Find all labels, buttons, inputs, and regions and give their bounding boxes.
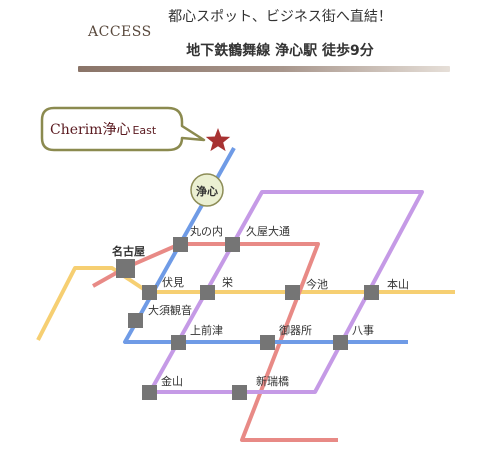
station-block-nagoya [116, 259, 135, 278]
station-label-jyoshin: 浄心 [196, 184, 218, 198]
station-block-gokiso [260, 335, 275, 350]
station-block-marunouchi [173, 237, 188, 252]
station-block-kamimaezu [171, 335, 186, 350]
jyoshin-station-marker [190, 173, 224, 207]
station-label-marunouchi: 丸の内 [190, 224, 223, 238]
header-divider-bar [78, 66, 450, 72]
station-label-aratamabashi: 新瑞橋 [256, 374, 289, 388]
station-block-yagoto [333, 335, 348, 350]
station-label-gokiso: 御器所 [279, 323, 312, 337]
station-label-fushimi: 伏見 [162, 275, 184, 289]
blue-line [123, 147, 408, 344]
access-heading: ACCESS [88, 24, 152, 40]
station-block-imaike [285, 285, 300, 300]
station-label-sakae: 栄 [222, 275, 233, 289]
station-label-hisaya-odori: 久屋大通 [246, 224, 290, 238]
station-block-hisaya-odori [225, 237, 240, 252]
station-label-imaike: 今池 [306, 277, 328, 291]
station-label-motoyama: 本山 [387, 277, 409, 291]
station-block-fushimi [142, 285, 157, 300]
station-label-nagoya: 名古屋 [112, 244, 145, 258]
station-block-motoyama [364, 285, 379, 300]
station-label-kanayama: 金山 [161, 374, 183, 388]
station-label-osu-kannon: 大須観音 [148, 303, 192, 317]
tagline: 都心スポット、ビジネス街へ直結！ [168, 9, 392, 25]
purple-line [148, 190, 424, 394]
property-callout [40, 106, 206, 152]
nearest-station-info: 地下鉄鶴舞線 浄心駅 徒歩9分 [186, 43, 374, 59]
yellow-line [36, 266, 455, 341]
station-block-osu-kannon [128, 313, 143, 328]
station-label-yagoto: 八事 [352, 324, 374, 337]
station-block-aratamabashi [232, 385, 247, 400]
station-label-kamimaezu: 上前津 [190, 323, 223, 337]
star-icon [205, 128, 231, 152]
station-block-sakae [200, 285, 215, 300]
station-block-kanayama [142, 385, 157, 400]
